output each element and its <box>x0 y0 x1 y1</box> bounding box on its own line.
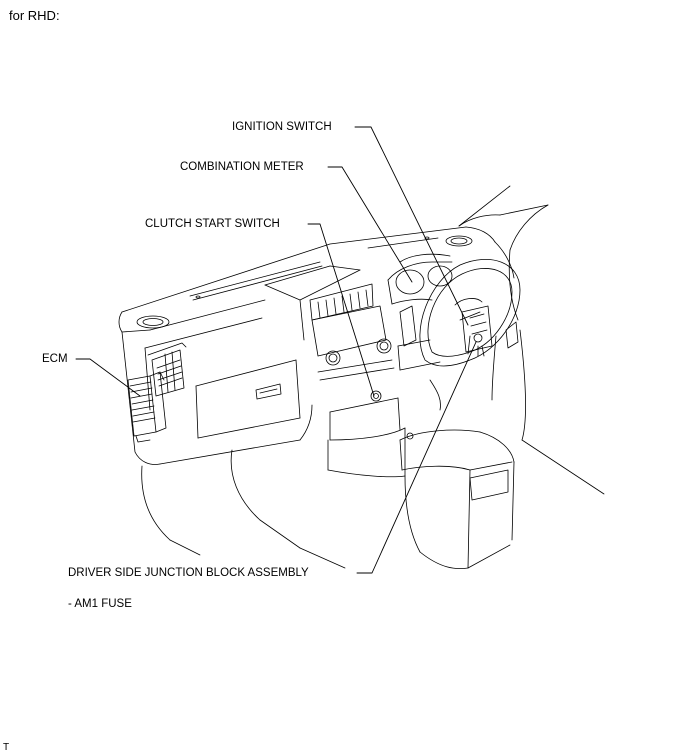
steering-wheel <box>419 258 521 367</box>
ignition-switch-assembly <box>461 305 493 357</box>
driver-side-dash <box>397 241 605 495</box>
leader-lines <box>75 126 477 574</box>
dashboard-front <box>121 299 313 465</box>
combination-meter-label: COMBINATION METER <box>180 161 304 173</box>
driver-side-junction-block-label: DRIVER SIDE JUNCTION BLOCK ASSEMBLY <box>68 567 309 579</box>
floor-lines <box>141 449 346 569</box>
figure-code: T <box>3 742 10 753</box>
combination-meter <box>387 253 453 305</box>
clutch-start-switch-label: CLUTCH START SWITCH <box>145 218 280 230</box>
header-note: for RHD: <box>9 8 60 23</box>
console-box <box>399 429 515 569</box>
ignition-switch-label: IGNITION SWITCH <box>232 121 332 133</box>
am1-fuse-label: - AM1 FUSE <box>68 598 132 610</box>
dashboard-top <box>118 226 496 333</box>
ecm-label: ECM <box>42 353 68 365</box>
a-pillar <box>458 185 549 321</box>
center-console <box>264 265 406 478</box>
ecm-module <box>127 371 167 443</box>
